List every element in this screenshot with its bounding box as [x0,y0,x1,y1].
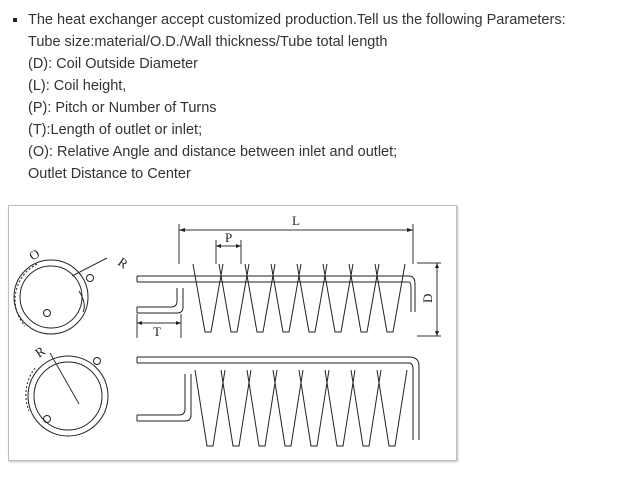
label-r-top: R [115,254,131,271]
label-l: L [292,213,300,228]
label-p: P [225,230,232,245]
list-item-outlet: Outlet Distance to Center [13,163,566,185]
list-item-intro: The heat exchanger accept customized pro… [13,9,566,31]
bullet-icon [13,18,17,22]
list-item-d: (D): Coil Outside Diameter [13,53,566,75]
label-t: T [153,324,161,339]
t-text: (T):Length of outlet or inlet; [28,122,203,138]
list-item-t: (T):Length of outlet or inlet; [13,119,566,141]
tube-size-text: Tube size:material/O.D./Wall thickness/T… [28,34,388,50]
end-view-bottom [25,352,109,437]
intro-text: The heat exchanger accept customized pro… [28,12,566,28]
end-view-top [13,257,108,335]
l-text: (L): Coil height, [28,78,127,94]
label-o: O [26,246,42,264]
coil-drawing: L P T D O R R [13,213,441,447]
list-item-p: (P): Pitch or Number of Turns [13,97,566,119]
list-item-tube-size: Tube size:material/O.D./Wall thickness/T… [13,31,566,53]
coil-side-bottom [136,356,420,447]
list-item-o: (O): Relative Angle and distance between… [13,141,566,163]
label-d: D [420,294,435,303]
list-item-l: (L): Coil height, [13,75,566,97]
label-r-bottom: R [32,343,48,360]
outlet-text: Outlet Distance to Center [28,166,191,182]
p-text: (P): Pitch or Number of Turns [28,100,217,116]
parameter-list: The heat exchanger accept customized pro… [13,9,566,185]
coil-diagram: L P T D O R R [8,205,457,461]
o-text: (O): Relative Angle and distance between… [28,144,398,160]
coil-side-top [136,263,416,333]
d-text: (D): Coil Outside Diameter [28,56,199,72]
